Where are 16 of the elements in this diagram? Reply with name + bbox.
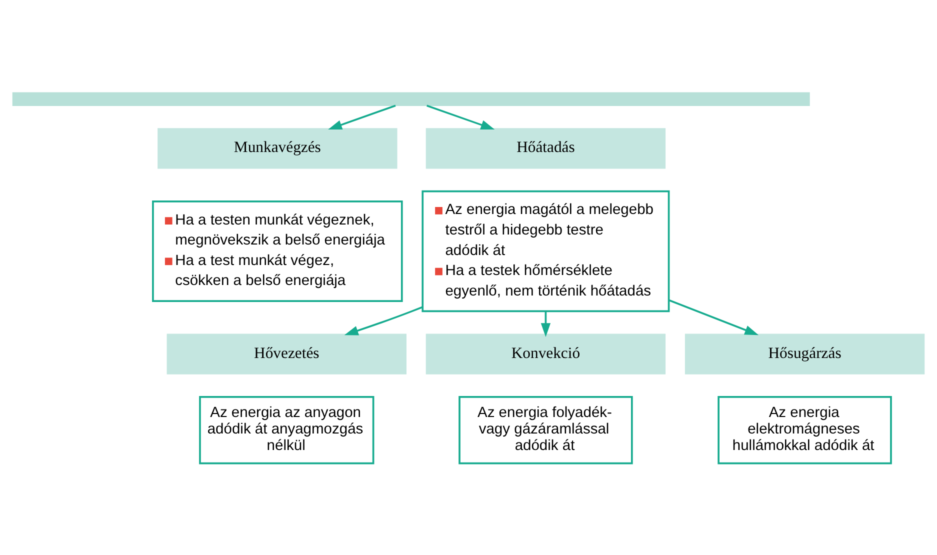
node-box: Az energia elektromágneses hullámokkal adódik át	[718, 396, 892, 464]
arrow	[668, 298, 759, 335]
node-box: Hőátadás	[426, 128, 666, 168]
arrow	[328, 104, 396, 130]
arrow	[426, 104, 495, 130]
node-box: Munkavégzés	[158, 128, 398, 168]
node-box: Hővezetés	[166, 333, 406, 374]
node-box: Hősugárzás	[684, 333, 925, 374]
node-box: Az energia folyadék- vagy gázáramlással adódik át	[458, 396, 633, 464]
arrow	[540, 310, 551, 336]
node-bar	[12, 92, 810, 106]
arrow	[344, 306, 423, 335]
node-box: Az energia magától a melegebb testről a hidegebb testre adódik át Ha a testek hőmérséklete egyenlő, nem történik hőátadás	[422, 190, 670, 312]
node-box: Ha a testen munkát végeznek, megnövekszik a belső energiája Ha a test munkát végez, csökken a belső energiája	[152, 200, 403, 302]
node-box: Konvekció	[426, 333, 666, 374]
node-box: Az energia az anyagon adódik át anyagmozgás nélkül	[199, 396, 374, 464]
